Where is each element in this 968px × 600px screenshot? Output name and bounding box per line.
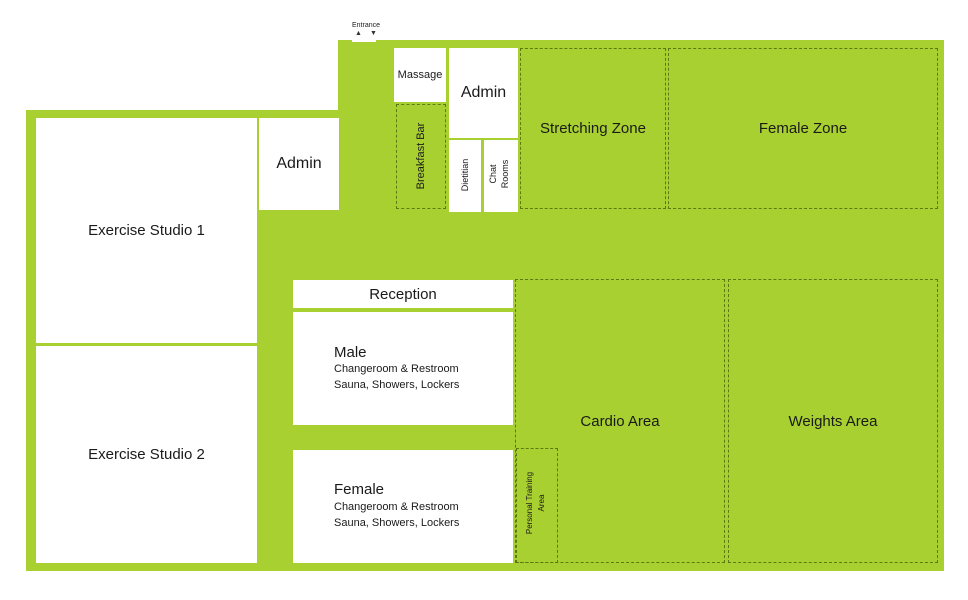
- reception-desk[interactable]: Reception: [293, 280, 513, 308]
- chat-rooms-room[interactable]: [484, 140, 518, 212]
- female-zone-label: Female Zone: [758, 120, 848, 137]
- weights-area-zone[interactable]: Weights Area: [728, 279, 938, 563]
- massage-room[interactable]: Massage: [394, 48, 446, 102]
- admin-left-label: Admin: [276, 155, 322, 172]
- massage-label: Massage: [397, 69, 443, 81]
- entrance-doorway[interactable]: [352, 38, 376, 42]
- breakfast-bar-zone[interactable]: [396, 104, 446, 209]
- exercise-studio-2-label: Exercise Studio 2: [88, 446, 205, 463]
- personal-training-label: Personal Training Area: [524, 453, 550, 553]
- chat-rooms-label-line2: Rooms: [500, 159, 510, 189]
- exercise-studio-1-label: Exercise Studio 1: [88, 222, 205, 239]
- dietitian-room[interactable]: [449, 140, 481, 212]
- breakfast-bar-label: Breakfast Bar: [415, 122, 427, 190]
- exercise-studio-2[interactable]: Exercise Studio 2: [36, 346, 257, 563]
- personal-training-zone[interactable]: [516, 448, 558, 563]
- admin-room-left[interactable]: Admin: [259, 118, 339, 210]
- stretching-zone[interactable]: Stretching Zone: [520, 48, 666, 209]
- male-changeroom[interactable]: Male Changeroom & Restroom Sauna, Shower…: [293, 312, 513, 425]
- entrance-in-arrow-icon: ▲: [355, 30, 362, 37]
- personal-training-label-line2: Area: [537, 494, 546, 512]
- female-changeroom[interactable]: Female Changeroom & Restroom Sauna, Show…: [293, 450, 513, 563]
- female-changeroom-title: Female: [334, 481, 385, 498]
- dietitian-label: Dietitian: [460, 158, 470, 192]
- chat-rooms-label: Chat Rooms: [487, 139, 515, 209]
- weights-area-label: Weights Area: [788, 412, 878, 430]
- admin-top-label: Admin: [460, 84, 507, 101]
- female-changeroom-line1: Changeroom & Restroom: [334, 501, 459, 513]
- stretching-zone-label: Stretching Zone: [540, 120, 646, 137]
- exercise-studio-1[interactable]: Exercise Studio 1: [36, 118, 257, 343]
- personal-training-label-line1: Personal Training: [525, 471, 534, 535]
- reception-label: Reception: [369, 285, 437, 303]
- male-changeroom-line1: Changeroom & Restroom: [334, 363, 459, 375]
- cardio-area-label: Cardio Area: [580, 412, 660, 430]
- female-changeroom-line2: Sauna, Showers, Lockers: [334, 517, 460, 529]
- female-zone[interactable]: Female Zone: [668, 48, 938, 209]
- admin-room-top[interactable]: Admin: [449, 48, 518, 138]
- male-changeroom-line2: Sauna, Showers, Lockers: [334, 379, 460, 391]
- entrance-label: Entrance: [351, 22, 381, 29]
- chat-rooms-label-line1: Chat: [488, 164, 498, 184]
- male-changeroom-title: Male: [334, 344, 367, 361]
- entrance-out-arrow-icon: ▼: [370, 30, 377, 37]
- cardio-area-zone[interactable]: Cardio Area: [515, 279, 725, 563]
